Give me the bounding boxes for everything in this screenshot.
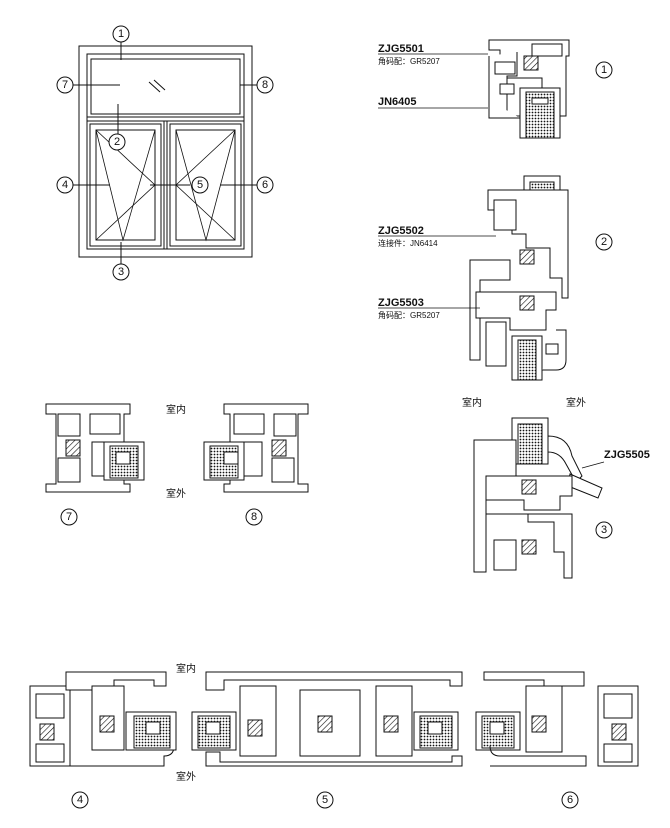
section-7-profile [45,403,145,493]
callout-3-section: 3 [601,524,607,536]
callout-3-elev: 3 [118,266,124,278]
section-3-profile [473,417,603,579]
part-leaders [378,53,605,469]
window-elevation [72,42,258,264]
label-outside-s2: 室外 [566,396,586,409]
section-8-profile [203,403,309,493]
callout-5-elev: 5 [197,179,203,191]
label-jn6405: JN6405 [378,96,417,108]
note-zjg5502: 连接件：JN6414 [378,238,438,248]
callout-6-section: 6 [567,794,573,806]
callout-2-elev: 2 [114,136,120,148]
section-4-profile [29,671,177,767]
section-6-profile [475,671,639,767]
label-inside-s78: 室内 [166,403,186,416]
label-outside-s456: 室外 [176,770,196,783]
label-zjg5502: ZJG5502 [378,225,424,237]
section-2-profile [469,175,569,381]
callout-8-elev: 8 [262,79,268,91]
callout-5-section: 5 [322,794,328,806]
note-zjg5503: 角码配：GR5207 [378,310,440,320]
callout-markers [56,25,613,809]
callout-1-elev: 1 [118,28,124,40]
label-outside-s78: 室外 [166,487,186,500]
callout-2-section: 2 [601,236,607,248]
label-zjg5501: ZJG5501 [378,43,424,55]
callout-1-section: 1 [601,64,607,76]
label-zjg5505: ZJG5505 [604,449,650,461]
section-5-profile [191,671,463,767]
callout-4-section: 4 [77,794,83,806]
label-zjg5503: ZJG5503 [378,297,424,309]
label-inside-s456: 室内 [176,662,196,675]
section-1-profile [488,39,570,139]
callout-8-section: 8 [251,511,257,523]
note-zjg5501: 角码配：GR5207 [378,56,440,66]
callout-7-elev: 7 [62,79,68,91]
label-inside-s2: 室内 [462,396,482,409]
callout-6-elev: 6 [262,179,268,191]
callout-7-section: 7 [66,511,72,523]
callout-4-elev: 4 [62,179,68,191]
